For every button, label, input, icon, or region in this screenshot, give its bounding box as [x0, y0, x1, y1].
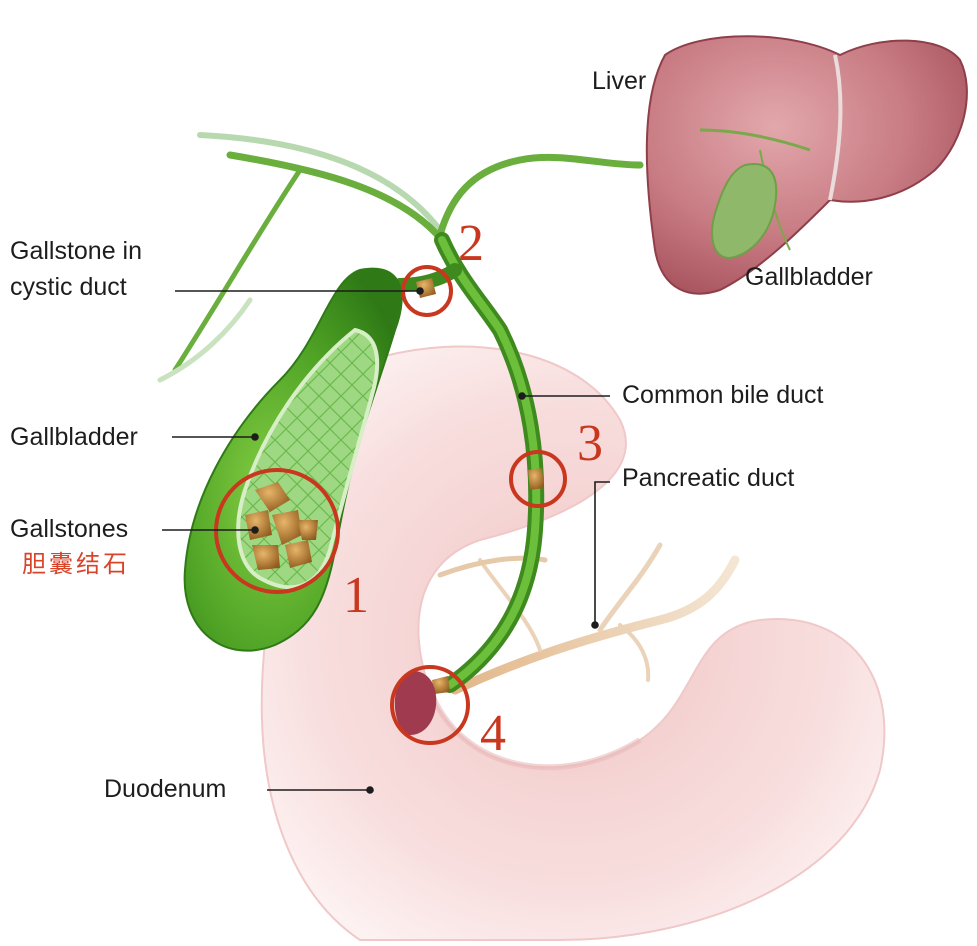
label-liver: Liver — [592, 67, 647, 95]
ring-3 — [509, 450, 567, 508]
label-common-bile-duct: Common bile duct — [622, 381, 824, 409]
gallstones-cluster — [245, 482, 318, 570]
duodenum-shape — [260, 345, 886, 941]
liver-inset — [645, 35, 968, 295]
gallbladder-shape — [183, 267, 403, 652]
label-gallstone-in-cystic-duct-line2: cystic duct — [10, 273, 127, 301]
label-gallbladder: Gallbladder — [10, 423, 138, 451]
label-gallstones-chinese: 胆囊结石 — [22, 550, 130, 578]
pancreatic-duct-shape — [437, 542, 740, 695]
leader-lines — [162, 287, 610, 794]
marker-number-3: 3 — [577, 415, 603, 472]
ampulla-stone — [432, 676, 450, 694]
leader-pancreatic-duct — [594, 481, 610, 625]
marker-number-1: 1 — [343, 567, 369, 624]
marker-number-4: 4 — [480, 705, 506, 762]
hepatic-ducts — [157, 132, 644, 383]
marker-number-2: 2 — [458, 215, 484, 272]
ring-1 — [214, 468, 340, 594]
ampulla-opening — [394, 671, 437, 735]
bile-duct-stone — [528, 468, 544, 490]
ring-4 — [390, 665, 470, 745]
label-pancreatic-duct: Pancreatic duct — [622, 464, 795, 492]
label-gallstones: Gallstones — [10, 515, 129, 543]
label-duodenum: Duodenum — [104, 775, 227, 803]
label-gallstone-in-cystic-duct-line1: Gallstone in — [10, 237, 143, 265]
label-gallbladder-inset: Gallbladder — [745, 263, 873, 291]
